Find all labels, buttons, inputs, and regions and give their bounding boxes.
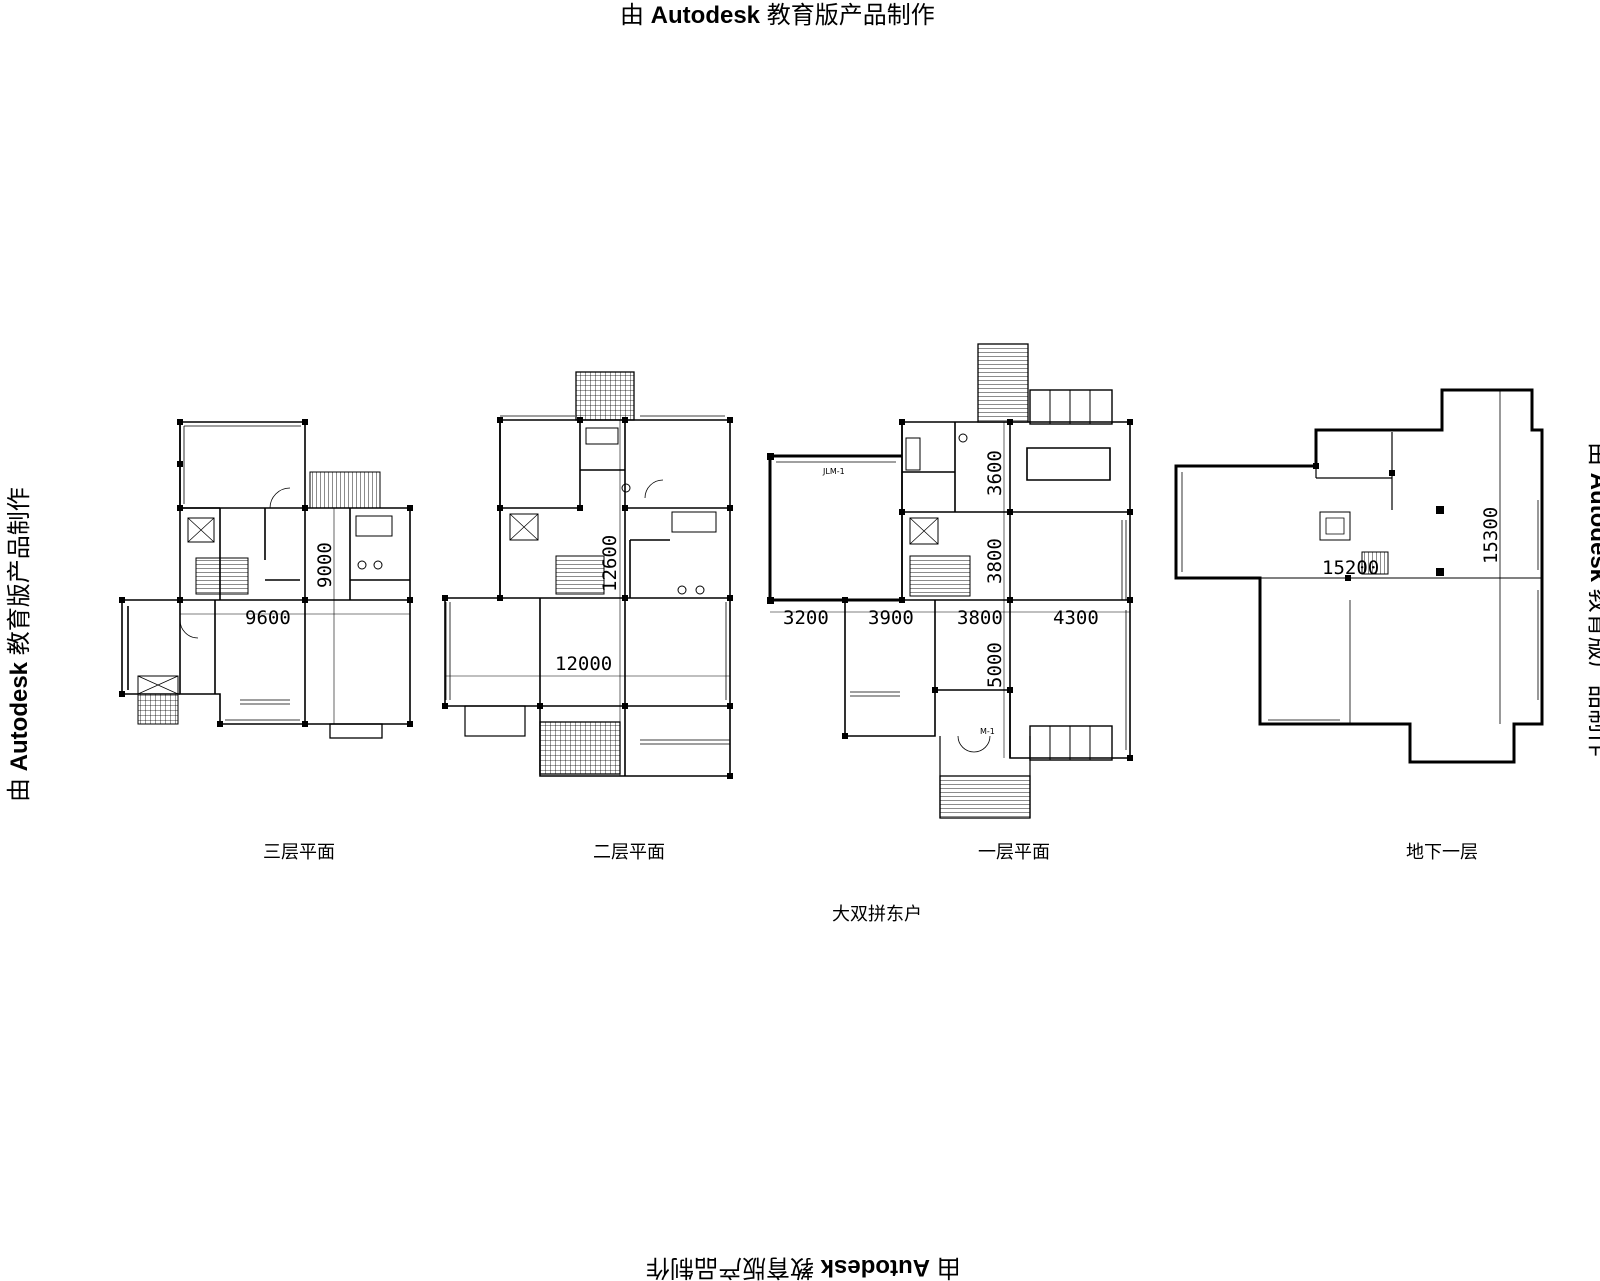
watermark-top: 由 Autodesk 教育版产品制作 (620, 2, 935, 29)
dim-first-2: 3900 (868, 607, 914, 629)
plan-second-floor (442, 371, 733, 779)
dim-second-depth: 12600 (599, 535, 621, 592)
plan-basement (1174, 388, 1544, 764)
dim-basement-depth: 15300 (1480, 507, 1502, 564)
dim-second-width: 12000 (555, 653, 612, 675)
project-title: 大双拼东户 (832, 904, 922, 925)
dim-first-top: 3600 (984, 450, 1006, 496)
dim-third-depth: 9000 (314, 542, 336, 588)
dim-first-3: 3800 (957, 607, 1003, 629)
plan-first-floor (767, 343, 1133, 819)
caption-basement: 地下一层 (1406, 842, 1478, 863)
dim-first-bottom: 5000 (984, 642, 1006, 688)
tag-window-jlm1: JLM-1 (822, 467, 845, 476)
caption-first-floor: 一层平面 (978, 842, 1050, 863)
dim-basement-width: 15200 (1322, 557, 1379, 579)
dim-third-width: 9600 (245, 607, 291, 629)
plan-third-floor (119, 419, 413, 739)
dim-first-mid: 3800 (984, 538, 1006, 584)
dim-first-4: 4300 (1053, 607, 1099, 629)
caption-third-floor: 三层平面 (263, 842, 335, 863)
tag-door-m1: M-1 (980, 727, 995, 736)
dim-first-1: 3200 (783, 607, 829, 629)
caption-second-floor: 二层平面 (593, 842, 665, 863)
